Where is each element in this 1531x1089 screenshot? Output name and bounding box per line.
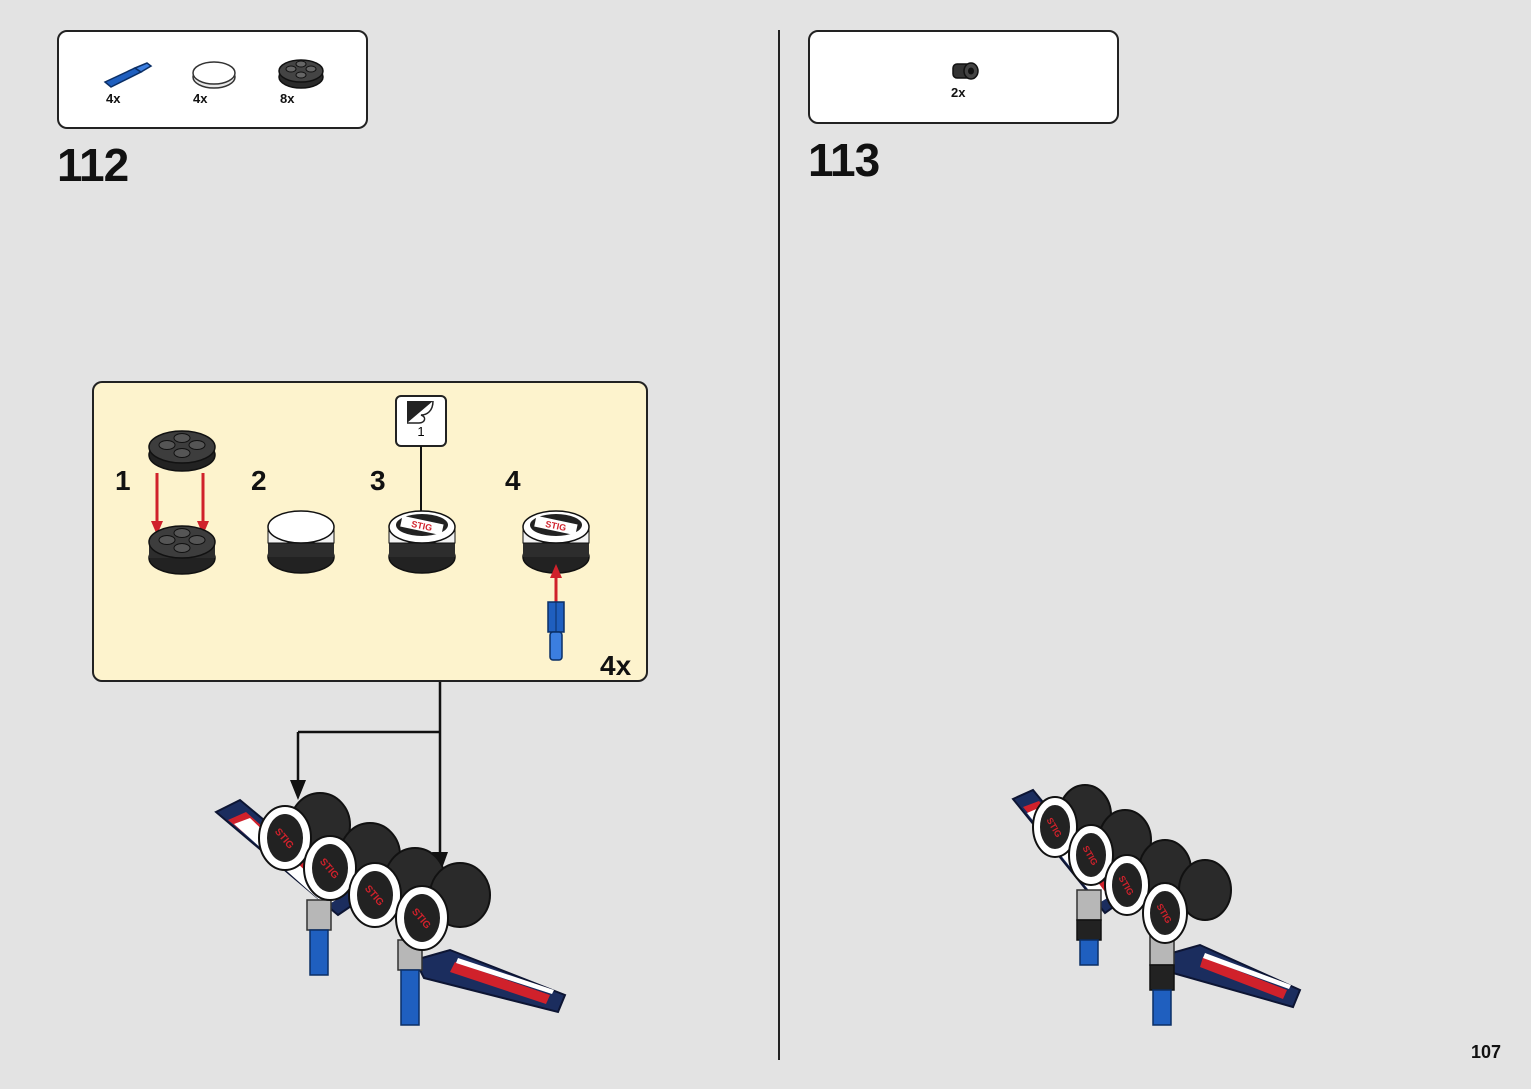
- stig-tile: STIG: [1142, 882, 1188, 944]
- stig-tile: STIG: [395, 885, 449, 951]
- stig-logo: STIG: [410, 519, 433, 533]
- stig-tile: STIG: [1104, 854, 1150, 916]
- sub-step-number: 4: [505, 465, 521, 496]
- stig-tile: STIG: [1068, 824, 1114, 886]
- sticker-leader-line: [420, 446, 422, 514]
- blue-axle-pin-icon: [547, 601, 565, 661]
- part-qty: 2x: [951, 85, 966, 100]
- sub-step-number: 3: [370, 465, 386, 496]
- black-bushing-icon: [952, 62, 979, 80]
- model-assembly-112: STIG STIG STIG STIG: [214, 792, 567, 1026]
- stig-tile: STIG: [258, 805, 312, 871]
- sticker-number: 1: [417, 424, 425, 439]
- stig-tile: STIG: [303, 835, 357, 901]
- step-number: 113: [808, 134, 880, 186]
- step-number: 112: [57, 139, 129, 191]
- black-round-plate-icon: [278, 59, 324, 89]
- part-qty: 4x: [106, 91, 121, 106]
- black-round-plate-icon: [148, 430, 216, 472]
- page-divider: [778, 30, 780, 1060]
- white-tile-stack-icon: [267, 510, 335, 574]
- white-round-tile-icon: [192, 61, 236, 89]
- parts-callout-113: 2x: [808, 30, 1119, 124]
- part-qty: 8x: [280, 91, 295, 106]
- stig-tile-stack-icon: STIG: [388, 510, 456, 574]
- sub-step-number: 2: [251, 465, 267, 496]
- sub-step-number: 1: [115, 465, 131, 496]
- sticker-callout: 1: [395, 395, 447, 447]
- stig-tile: STIG: [348, 862, 402, 928]
- stig-logo: STIG: [544, 519, 567, 533]
- red-arrow-icon: [550, 564, 562, 604]
- red-arrow-icon: [151, 473, 209, 535]
- stig-tile: STIG: [1032, 796, 1078, 858]
- blue-axle-pin-icon: [103, 62, 153, 88]
- page-number: 107: [1470, 1042, 1501, 1062]
- sticker-icon: [407, 400, 434, 424]
- sub-assembly-multiplier: 4x: [600, 650, 632, 681]
- parts-callout-112: 4x 4x 8x: [57, 30, 368, 129]
- model-assembly-113: STIG STIG STIG STIG: [1011, 784, 1302, 1026]
- stig-tile-stack-icon: STIG: [522, 510, 590, 574]
- part-qty: 4x: [193, 91, 208, 106]
- black-round-plate-stack-icon: [148, 525, 216, 575]
